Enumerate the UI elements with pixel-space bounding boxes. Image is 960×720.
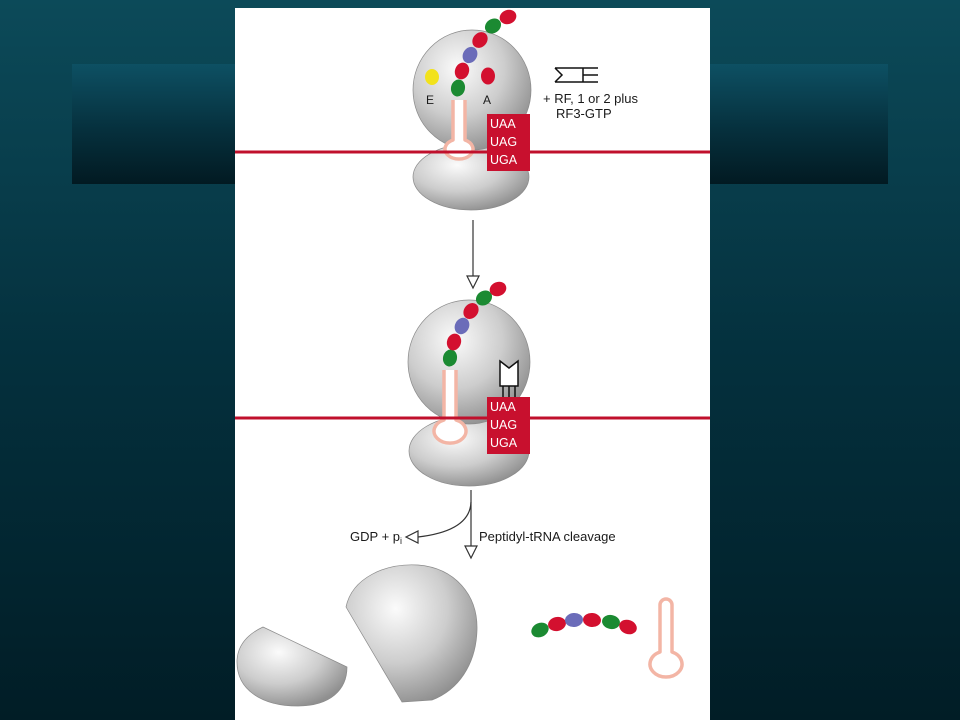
stop-codon: UAA <box>490 117 516 131</box>
process-label: Peptidyl-tRNA cleavage <box>479 529 616 544</box>
e-site-label: E <box>426 93 434 107</box>
amino-acid-residue <box>450 79 466 97</box>
stop-codon-box <box>487 397 530 454</box>
e-site-marker <box>425 69 439 85</box>
amino-acid-residue <box>462 46 478 64</box>
step-2-arrow: GDP + pi Peptidyl-tRNA cleavage <box>350 490 616 560</box>
amino-acid-residue <box>531 622 549 638</box>
step-1-arrow <box>466 220 480 290</box>
peptide-chain <box>450 9 517 97</box>
byproduct-arrow-head <box>404 530 419 544</box>
a-site-label: A <box>483 93 491 107</box>
large-subunit <box>407 299 531 425</box>
arrow-head <box>466 275 480 290</box>
amino-acid-residue <box>454 317 470 335</box>
factor-label-line1: + RF, 1 or 2 plus <box>543 91 639 106</box>
a-site-marker <box>481 67 495 85</box>
amino-acid-residue <box>446 333 462 351</box>
stop-codon: UAA <box>490 400 516 414</box>
stop-codon: UGA <box>490 436 518 450</box>
released-peptide-chain <box>531 612 637 638</box>
stop-codon: UGA <box>490 153 518 167</box>
release-factor-stripes <box>502 386 516 399</box>
amino-acid-residue <box>619 619 637 635</box>
amino-acid-residue <box>463 303 479 319</box>
stop-codon-box <box>487 114 530 171</box>
free-trna <box>648 597 684 679</box>
stop-codon-box-stage-1: UAA UAG UGA <box>487 114 530 171</box>
amino-acid-residue <box>548 616 566 632</box>
large-subunit-free <box>345 564 478 703</box>
stage-1-pretermination-complex: E A + RF, 1 or 2 plus RF3-GTP <box>412 9 639 211</box>
peptidyl-trna <box>443 100 475 161</box>
byproduct-branch-arrow <box>417 501 472 538</box>
amino-acid-residue <box>499 9 517 25</box>
arrow-head <box>464 545 478 560</box>
byproduct-text: GDP + p <box>350 529 400 544</box>
release-factor-bound <box>499 359 519 399</box>
amino-acid-residue <box>472 32 488 48</box>
stop-codon: UAG <box>490 418 517 432</box>
amino-acid-residue <box>442 349 458 367</box>
stop-codon-box-stage-2: UAA UAG UGA <box>487 397 530 454</box>
amino-acid-residue <box>454 62 470 80</box>
small-subunit-free <box>236 626 348 707</box>
release-factor-body <box>499 359 519 387</box>
peptidyl-trna <box>432 370 468 445</box>
amino-acid-residue <box>602 614 620 630</box>
release-factor-icon <box>554 67 598 83</box>
stop-codon: UAG <box>490 135 517 149</box>
byproduct-label: GDP + pi <box>350 529 402 546</box>
peptide-chain <box>442 281 507 367</box>
amino-acid-residue <box>565 612 583 628</box>
stage-3-dissociated-products <box>236 564 684 707</box>
amino-acid-residue <box>583 612 601 628</box>
amino-acid-residue <box>475 290 493 306</box>
amino-acid-residue <box>489 281 507 297</box>
amino-acid-residue <box>484 18 502 34</box>
stage-2-release-factor-bound <box>407 281 531 487</box>
factor-label-line2: RF3-GTP <box>556 106 612 121</box>
byproduct-subscript: i <box>400 536 402 546</box>
